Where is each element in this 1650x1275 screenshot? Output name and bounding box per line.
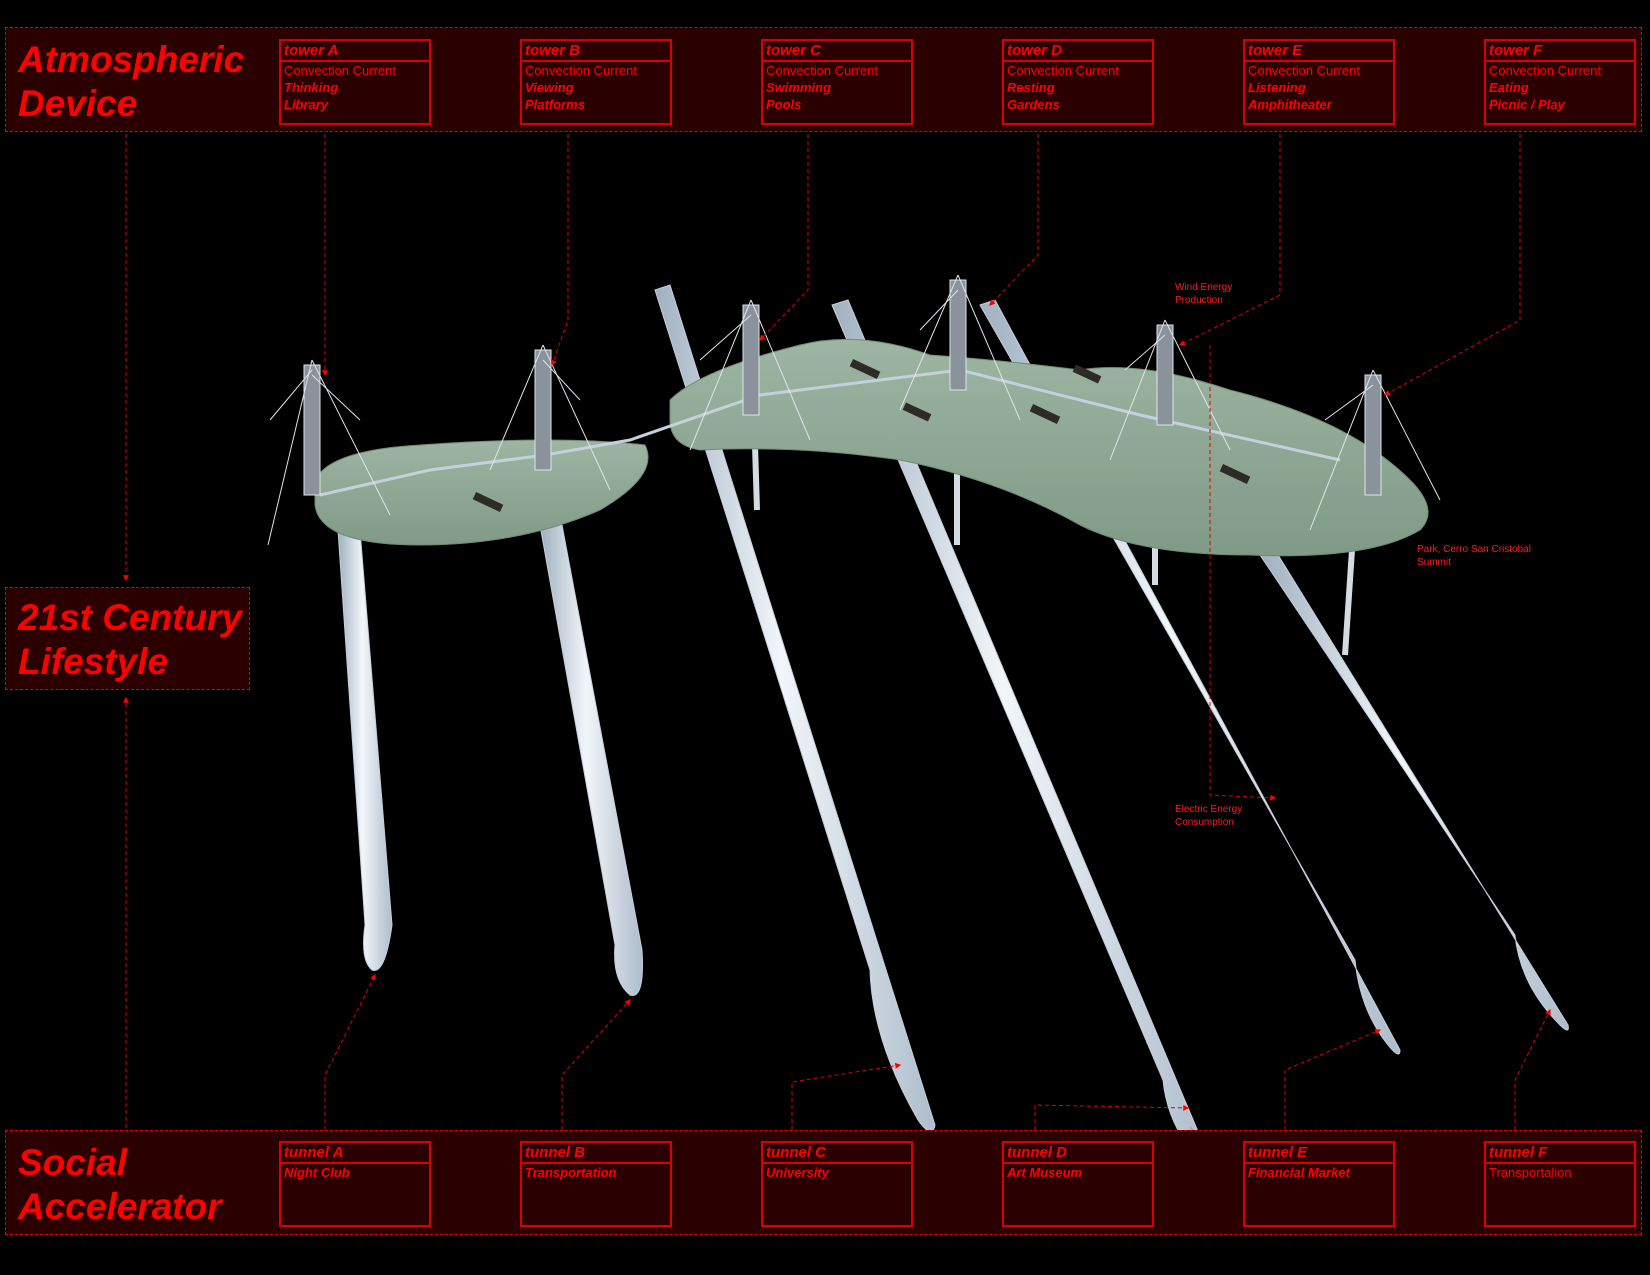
electric-energy-note: Electric Energy Consumption bbox=[1175, 804, 1243, 828]
tower-line3: Amphitheater bbox=[1248, 97, 1332, 112]
tunnel-label: tunnel D bbox=[1004, 1143, 1152, 1164]
tunnel-label: tunnel E bbox=[1245, 1143, 1393, 1164]
band-title-bottom: Social Accelerator bbox=[18, 1142, 222, 1227]
tunnel-label: tunnel B bbox=[522, 1143, 670, 1164]
tunnel-card-d: tunnel D Art Museum bbox=[1002, 1141, 1154, 1227]
wind-energy-note: Wind Energy Production bbox=[1175, 282, 1233, 306]
tube-f bbox=[1259, 549, 1569, 1031]
benches bbox=[472, 359, 1251, 512]
tower-line1: Convection Current bbox=[1489, 63, 1601, 78]
tube-c bbox=[654, 284, 936, 1132]
tower-card-b: tower B Convection Current Viewing Platf… bbox=[520, 39, 672, 125]
tower-line2: Thinking bbox=[284, 80, 339, 95]
tower-card-d: tower D Convection Current Resting Garde… bbox=[1002, 39, 1154, 125]
tower-line1: Convection Current bbox=[525, 63, 637, 78]
tunnel-card-a: tunnel A Night Club bbox=[279, 1141, 431, 1227]
tunnel-line1: University bbox=[766, 1165, 829, 1180]
tower-line2: Resting bbox=[1007, 80, 1055, 95]
tower-card-f: tower F Convection Current Eating Picnic… bbox=[1484, 39, 1636, 125]
tunnel-card-f: tunnel F Transportalion bbox=[1484, 1141, 1636, 1227]
tower-line3: Pools bbox=[766, 97, 802, 112]
leader-lines bbox=[123, 134, 1551, 1130]
tunnel-line1: Art Museum bbox=[1007, 1165, 1083, 1180]
tunnel-line1: Transportation bbox=[525, 1165, 617, 1180]
tunnel-label: tunnel C bbox=[763, 1143, 911, 1164]
tower-line3: Platforms bbox=[525, 97, 585, 112]
tower-line1: Convection Current bbox=[1007, 63, 1119, 78]
tower-line3: Gardens bbox=[1007, 97, 1060, 112]
tower-label: tower F bbox=[1486, 41, 1634, 62]
tunnel-line1: Transportalion bbox=[1489, 1165, 1572, 1180]
tower-label: tower E bbox=[1245, 41, 1393, 62]
tunnel-card-c: tunnel C University bbox=[761, 1141, 913, 1227]
tunnel-tubes bbox=[337, 284, 1569, 1168]
tunnel-card-e: tunnel E Financial Market bbox=[1243, 1141, 1395, 1227]
park-summit-note: Park, Cerro San Cristobal Summit bbox=[1417, 544, 1531, 568]
tower-label: tower B bbox=[522, 41, 670, 62]
plateau-west bbox=[314, 439, 649, 546]
tube-a bbox=[337, 529, 393, 971]
tower-line3: Picnic / Play bbox=[1489, 97, 1565, 112]
tunnel-line1: Financial Market bbox=[1248, 1165, 1350, 1180]
band-title-top: Atmospheric Device bbox=[18, 39, 245, 124]
tower-line1: Convection Current bbox=[1248, 63, 1360, 78]
tower-line2: Swimming bbox=[766, 80, 832, 95]
lifestyle-band: 21st Century Lifestyle bbox=[5, 587, 250, 690]
walkway bbox=[319, 368, 1341, 497]
tower-line2: Viewing bbox=[525, 80, 574, 95]
tower-line3: Library bbox=[284, 97, 329, 112]
tunnel-label: tunnel F bbox=[1486, 1143, 1634, 1164]
band-title-middle: 21st Century Lifestyle bbox=[18, 597, 243, 682]
tunnel-label: tunnel A bbox=[281, 1143, 429, 1164]
tunnel-card-b: tunnel B Transportation bbox=[520, 1141, 672, 1227]
tower-card-e: tower E Convection Current Listening Amp… bbox=[1243, 39, 1395, 125]
tower-line2: Eating bbox=[1489, 80, 1529, 95]
tunnel-line1: Night Club bbox=[284, 1165, 350, 1180]
tower-card-a: tower A Convection Current Thinking Libr… bbox=[279, 39, 431, 125]
tower-line1: Convection Current bbox=[766, 63, 878, 78]
tower-label: tower A bbox=[281, 41, 429, 62]
tube-b bbox=[539, 524, 643, 996]
tower-structures bbox=[267, 274, 1441, 546]
tower-line2: Listening bbox=[1248, 80, 1306, 95]
tower-card-c: tower C Convection Current Swimming Pool… bbox=[761, 39, 913, 125]
tower-label: tower D bbox=[1004, 41, 1152, 62]
tower-label: tower C bbox=[763, 41, 911, 62]
plateau-east bbox=[669, 338, 1429, 557]
tower-line1: Convection Current bbox=[284, 63, 396, 78]
